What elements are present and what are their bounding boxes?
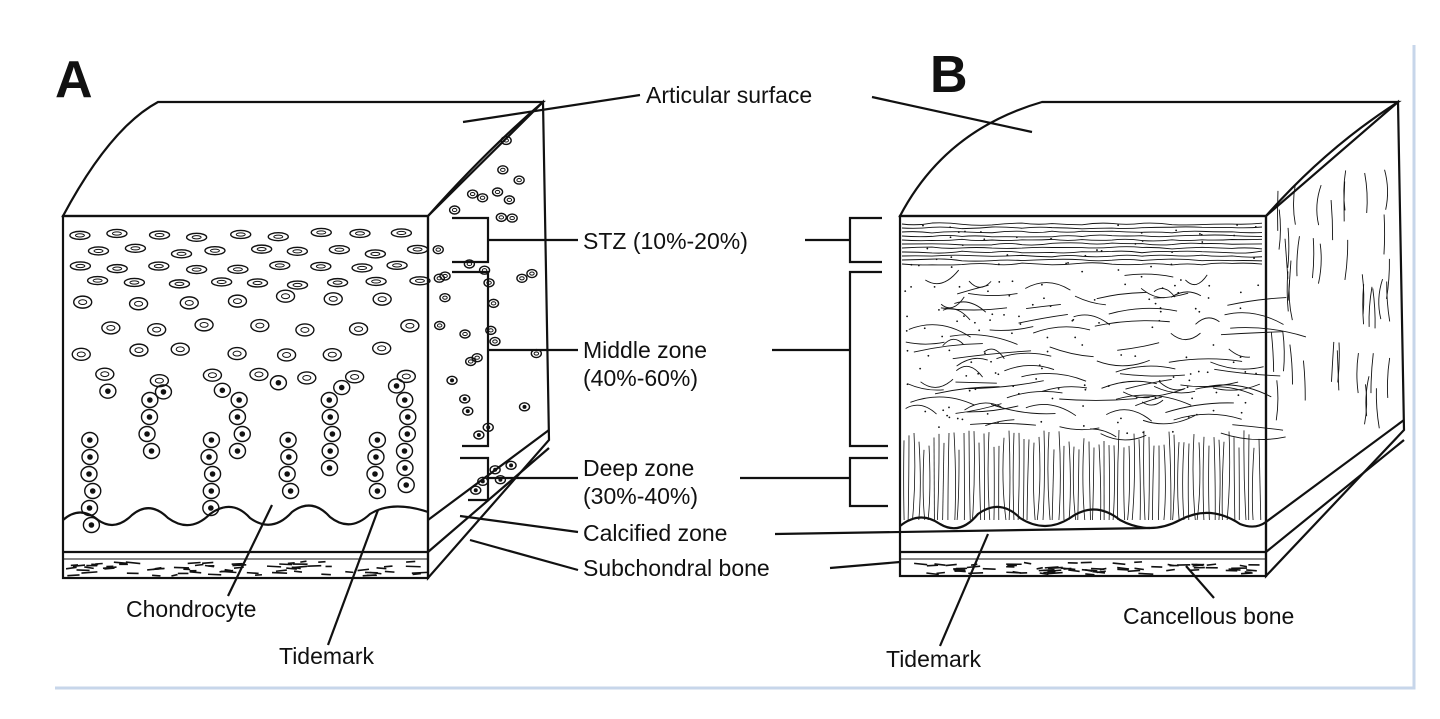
block-b-collagen-fibers [902,170,1390,520]
figure-frame [55,45,1414,688]
zone-brackets-b [850,218,888,506]
label-calcified-zone: Calcified zone [583,520,727,546]
label-stz: STZ (10%-20%) [583,228,748,254]
label-deep-zone: Deep zone [583,455,694,481]
block-a-top-face [63,102,543,216]
label-tidemark-b: Tidemark [886,646,981,672]
panel-label-a: A [55,51,93,109]
label-middle-zone-percent: (40%-60%) [583,365,698,391]
panel-label-b: B [930,46,968,104]
block-a-subchondral-bone [66,561,427,576]
block-a-chondrocytes [70,228,430,532]
label-chondrocyte: Chondrocyte [126,596,256,622]
label-tidemark-a: Tidemark [279,643,374,669]
label-cancellous-bone: Cancellous bone [1123,603,1294,629]
label-deep-zone-percent: (30%-40%) [583,483,698,509]
label-articular-surface: Articular surface [646,82,812,108]
label-middle-zone: Middle zone [583,337,707,363]
block-b-front-face [900,216,1266,576]
block-a [63,102,549,578]
block-b [900,102,1404,576]
block-b-side-face [1266,102,1404,576]
block-b-cancellous-bone [914,562,1259,575]
label-subchondral-bone: Subchondral bone [583,555,770,581]
